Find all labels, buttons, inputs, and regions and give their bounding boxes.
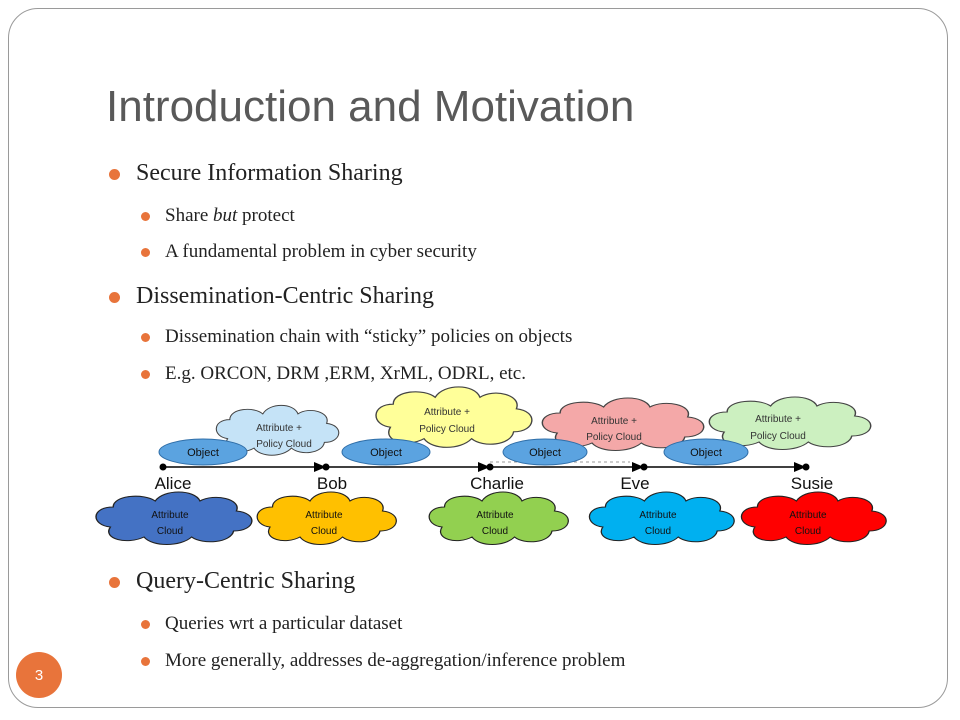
bullet-share-but-protect: Share but protect [141,205,295,227]
bullet-text: Secure Information Sharing [136,160,403,186]
object-label: Object [529,447,561,459]
bullet-eg-orcon: E.g. ORCON, DRM ,ERM, XrML, ODRL, etc. [141,363,526,385]
bullet-query-centric-sharing: Query-Centric Sharing [109,568,356,595]
bullet-queries-wrt-dataset: Queries wrt a particular dataset [141,613,403,635]
object-ellipse [502,438,588,466]
bullet-secure-information-sharing: Secure Information Sharing [109,160,403,187]
bullet-text: A fundamental problem in cyber security [165,241,477,262]
attribute-cloud-label-line2: Cloud [157,526,183,537]
attribute-cloud-label-line2: Cloud [795,526,821,537]
person-name-alice: Alice [155,474,192,493]
attribute-cloud-label-line1: Attribute [789,510,827,521]
bullet-dissemination-centric-sharing: Dissemination-Centric Sharing [109,283,434,310]
object-label: Object [690,447,722,459]
policy-cloud-label-line1: Attribute + [424,407,470,418]
bullet-text-suffix: protect [237,205,295,226]
attribute-cloud-label-line1: Attribute [639,510,677,521]
object-ellipse [158,438,248,466]
node-dot-alice [159,463,167,471]
bullet-de-aggregation: More generally, addresses de-aggregation… [141,650,626,672]
object-label: Object [370,447,402,459]
object-ellipse [341,438,431,466]
bullet-fundamental-problem: A fundamental problem in cyber security [141,241,477,263]
bullet-dot [109,292,120,303]
policy-cloud-label-line1: Attribute + [591,416,637,427]
person-name-charlie: Charlie [470,474,524,493]
attribute-cloud-label-line1: Attribute [476,510,514,521]
object-label: Object [187,447,219,459]
node-dot-bob [322,463,330,471]
node-dot-susie [802,463,810,471]
slide-frame [8,8,948,708]
person-name-bob: Bob [317,474,347,493]
object-ellipse [663,438,749,466]
bullet-dissemination-chain: Dissemination chain with “sticky” polici… [141,326,573,348]
bullet-text: Query-Centric Sharing [136,568,356,594]
bullet-dot [141,620,150,629]
bullet-text-prefix: Share [165,205,214,226]
policy-cloud-label-line2: Policy Cloud [256,439,312,450]
slide-title: Introduction and Motivation [106,82,635,131]
node-dot-charlie [486,463,494,471]
bullet-text: E.g. ORCON, DRM ,ERM, XrML, ODRL, etc. [165,363,526,384]
bullet-dot [141,333,150,342]
attribute-cloud-label-line1: Attribute [151,510,189,521]
person-name-eve: Eve [620,474,649,493]
attribute-cloud-label-line2: Cloud [311,526,337,537]
policy-cloud-label-line1: Attribute + [256,423,302,434]
policy-cloud-label-line1: Attribute + [755,414,801,425]
attribute-cloud-label-line2: Cloud [482,526,508,537]
policy-cloud-label-line2: Policy Cloud [750,431,806,442]
page-number-badge: 3 [16,652,62,698]
bullet-dot [109,577,120,588]
bullet-text: Queries wrt a particular dataset [165,613,403,634]
arrow-head [478,462,490,472]
policy-cloud-label-line2: Policy Cloud [586,432,642,443]
bullet-text: More generally, addresses de-aggregation… [165,650,626,671]
node-dot-eve [640,463,648,471]
bullet-dot [109,169,120,180]
person-name-susie: Susie [791,474,834,493]
policy-cloud-label-line2: Policy Cloud [419,424,475,435]
page-number: 3 [34,666,44,684]
arrow-head [314,462,326,472]
bullet-dot [141,212,150,221]
bullet-dot [141,248,150,257]
bullet-text: Dissemination chain with “sticky” polici… [165,326,573,347]
arrow-head [632,462,644,472]
bullet-dot [141,370,150,379]
attribute-cloud-label-line1: Attribute [305,510,343,521]
attribute-cloud-label-line2: Cloud [645,526,671,537]
arrow-head [794,462,806,472]
bullet-dot [141,657,150,666]
bullet-text: Dissemination-Centric Sharing [136,283,434,309]
bullet-text-emphasis: but [213,205,238,226]
